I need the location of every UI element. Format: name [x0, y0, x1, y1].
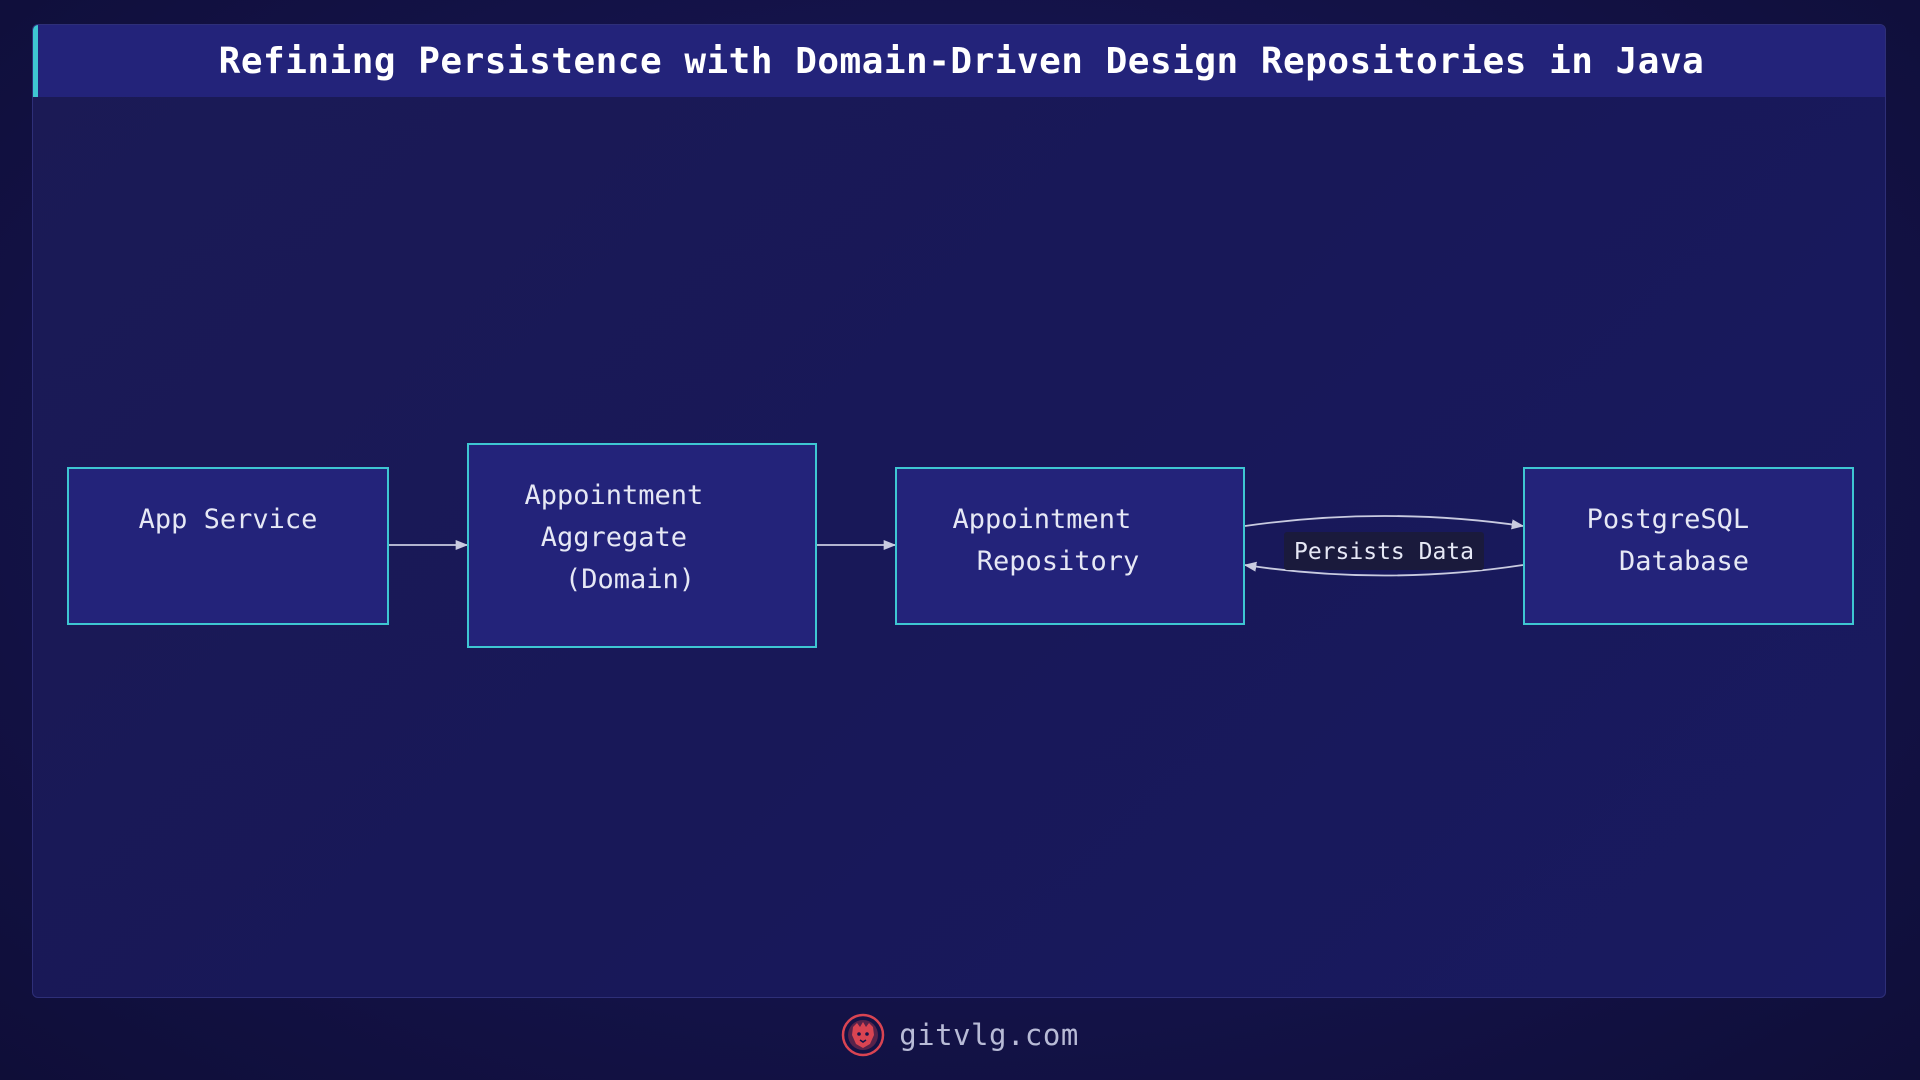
node-appointment-aggregate-label: Appointment Aggregate (Domain): [524, 480, 719, 595]
node-postgresql-database-box: [1523, 467, 1854, 625]
node-app-service-line-1: App Service: [139, 504, 318, 535]
node-repository-line-1: Appointment: [952, 504, 1131, 535]
node-app-service-label: App Service: [139, 504, 318, 535]
node-app-service: App Service: [67, 467, 389, 625]
edge-repository-to-database: [1244, 515, 1525, 530]
edge-database-to-repository: [1243, 561, 1524, 577]
node-appointment-repository: Appointment Repository: [895, 467, 1245, 625]
node-database-line-2: Database: [1619, 546, 1749, 577]
page-title: Refining Persistence with Domain-Driven …: [218, 40, 1705, 82]
node-appointment-aggregate: Appointment Aggregate (Domain): [467, 443, 817, 648]
node-app-service-box: [67, 467, 389, 625]
edge-label-background: [1284, 532, 1484, 570]
node-postgresql-database: PostgreSQL Database: [1523, 467, 1854, 625]
footer-site-url[interactable]: gitvlg.com: [899, 1018, 1079, 1052]
node-database-line-1: PostgreSQL: [1587, 504, 1750, 535]
node-aggregate-line-2: Aggregate: [541, 522, 687, 553]
node-appointment-repository-label: Appointment Repository: [952, 504, 1147, 577]
footer: gitvlg.com: [0, 1010, 1920, 1060]
title-bar: Refining Persistence with Domain-Driven …: [33, 25, 1885, 97]
node-repository-line-2: Repository: [977, 546, 1140, 577]
node-appointment-repository-box: [895, 467, 1245, 625]
node-aggregate-line-1: Appointment: [524, 480, 703, 511]
node-postgresql-database-label: PostgreSQL Database: [1587, 504, 1766, 577]
node-aggregate-line-3: (Domain): [565, 564, 695, 595]
lion-head-icon: [841, 1013, 885, 1057]
edge-label-persists-data: Persists Data: [1294, 539, 1474, 565]
node-appointment-aggregate-box: [467, 443, 817, 648]
